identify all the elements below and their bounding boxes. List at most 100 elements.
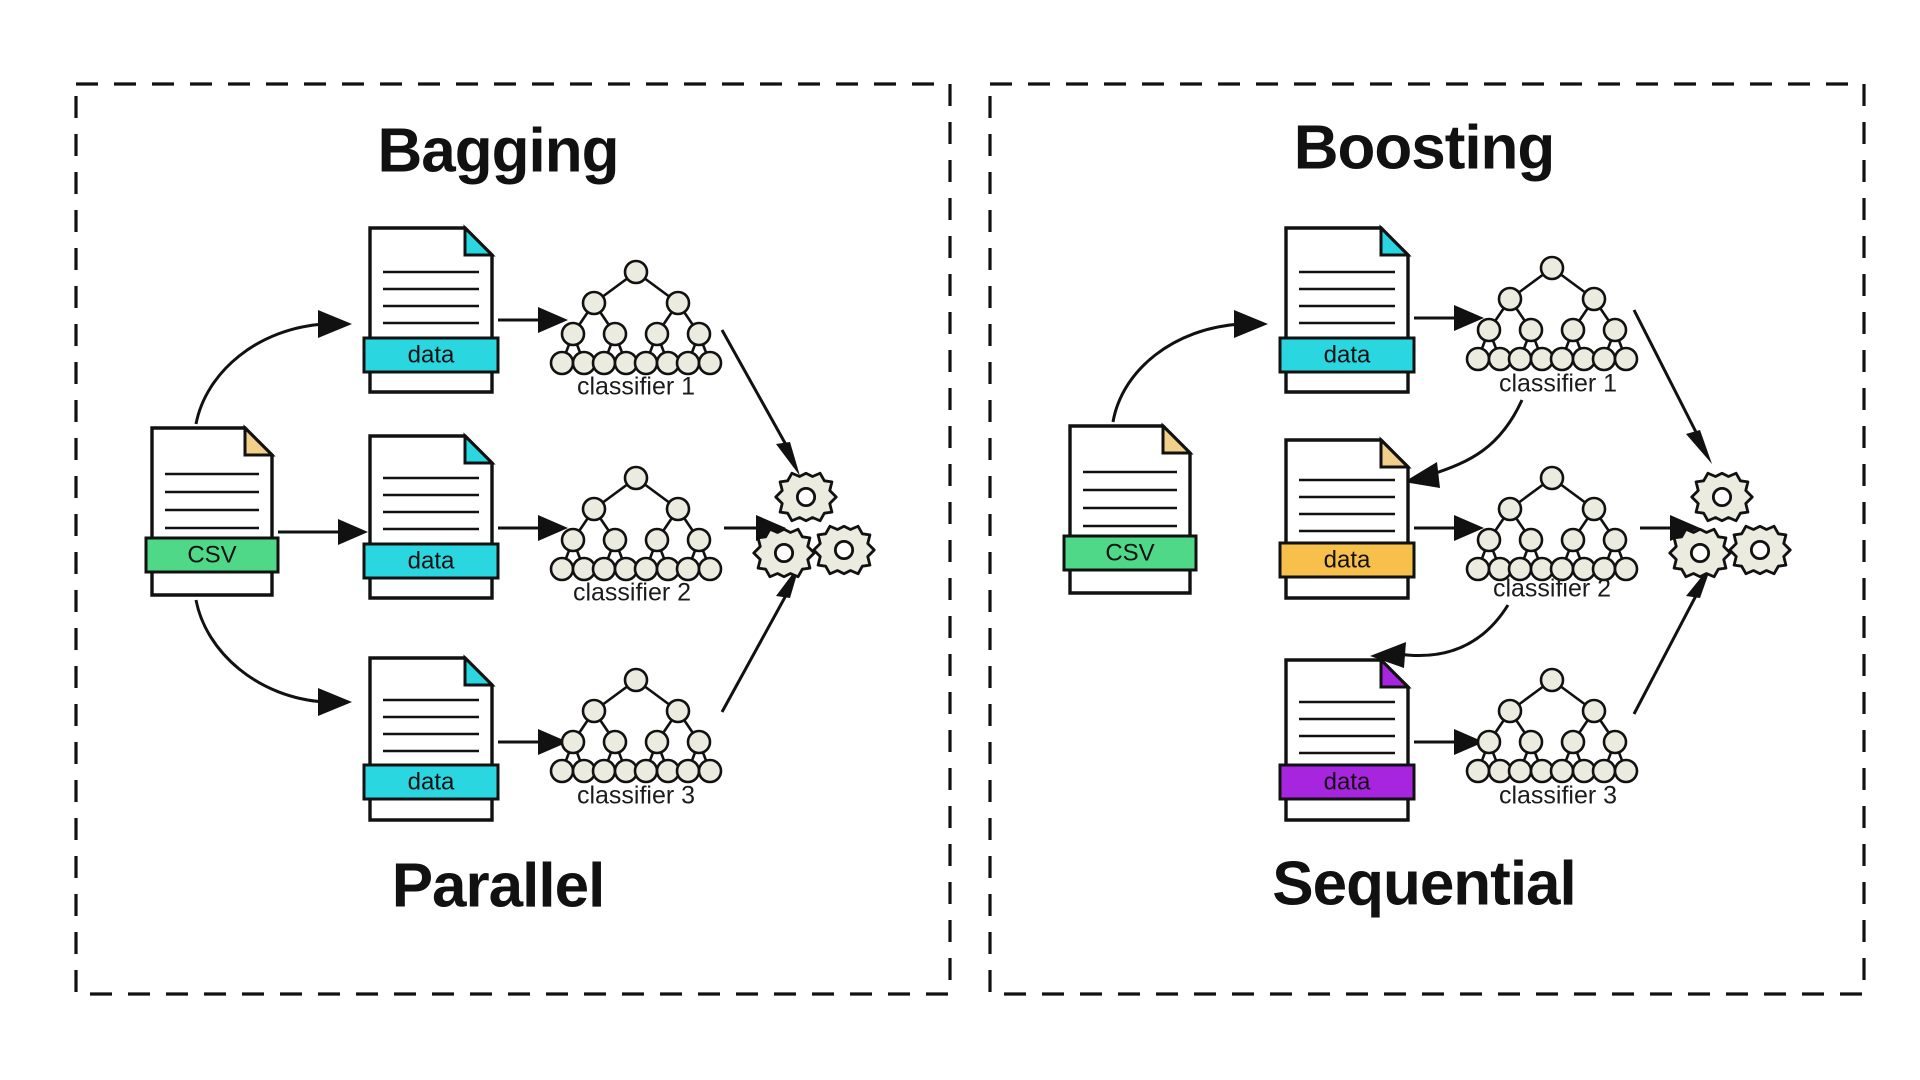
arrow-csv-to-data-2 — [278, 519, 368, 545]
gear-icon-bottom-left — [752, 527, 816, 579]
classifier-1-caption-bagging: classifier 1 — [577, 373, 695, 401]
arrow-classifier-2-to-data-3-boosting — [1370, 604, 1510, 668]
arrow-data-1-to-classifier-1-boosting — [1414, 305, 1484, 331]
data-doc-3-band-boosting — [1278, 763, 1416, 801]
arrow-data-2-to-classifier-2-boosting — [1414, 515, 1484, 541]
classifier-1-caption-boosting: classifier 1 — [1499, 370, 1617, 398]
gear-icon-bottom-right-boosting — [1728, 524, 1792, 576]
data-doc-2-lines — [383, 476, 479, 531]
data-document-3-boosting: data — [1278, 656, 1416, 822]
csv-band — [144, 536, 280, 574]
classifier-2-caption-boosting: classifier 2 — [1493, 575, 1611, 603]
data-doc-3-band — [362, 763, 500, 801]
classifier-3-tree-nodes — [549, 667, 723, 784]
classifier-1-tree-edges-boosting — [1476, 266, 1628, 361]
data-doc-1-fold-icon-boosting — [1379, 224, 1412, 257]
arrow-classifier-2-to-gears-boosting — [1640, 515, 1700, 541]
branch-3-boosting: data — [1278, 656, 1639, 822]
data-doc-1-fold-icon — [463, 224, 496, 257]
classifier-2-caption-bagging: classifier 2 — [573, 579, 691, 607]
panel-border-boosting — [988, 82, 1866, 996]
arrow-classifier-3-to-gears-boosting — [1632, 564, 1712, 715]
arrow-data-2-to-classifier-2 — [498, 515, 568, 541]
panel-title-bagging: Bagging — [378, 116, 619, 185]
gear-icon-top-boosting — [1690, 471, 1754, 523]
arrow-csv-to-data-1-boosting — [1111, 310, 1268, 423]
data-doc-1-band-label: data — [408, 341, 455, 368]
classifier-3-tree-nodes-boosting — [1465, 667, 1639, 784]
arrow-classifier-3-to-gears-bagging — [720, 564, 800, 713]
arrow-data-1-to-classifier-1 — [498, 307, 568, 333]
data-doc-3-band-label-boosting: data — [1324, 768, 1371, 795]
csv-doc-fold-icon — [243, 424, 276, 457]
data-doc-3-fold-icon — [463, 654, 496, 687]
classifier-1-tree-nodes — [549, 259, 723, 376]
branch-2-bagging: data — [362, 432, 723, 607]
classifier-1-tree-boosting — [1465, 255, 1639, 372]
data-doc-2-band-label-boosting: data — [1324, 546, 1371, 573]
classifier-2-tree-nodes — [549, 465, 723, 582]
data-doc-2-fold-icon-boosting — [1379, 436, 1412, 469]
data-doc-2-band-label: data — [408, 547, 455, 574]
gear-icon-bottom-right — [812, 524, 876, 576]
csv-band-label-boosting: CSV — [1105, 539, 1154, 566]
data-document-2-bagging: data — [362, 432, 500, 600]
csv-band-boosting — [1062, 534, 1198, 572]
data-document-1-bagging: data — [362, 224, 500, 394]
data-doc-1-band-boosting — [1278, 336, 1416, 374]
data-doc-2-fold-icon — [463, 432, 496, 465]
arrow-csv-to-data-1 — [194, 310, 352, 425]
branch-3-bagging: data — [362, 654, 723, 822]
panel-subtitle-boosting: Sequential — [1272, 849, 1576, 918]
csv-doc-lines-boosting — [1083, 470, 1177, 528]
classifier-1-tree-nodes-boosting — [1465, 255, 1639, 372]
classifier-2-tree-nodes-boosting — [1465, 465, 1639, 582]
arrow-classifier-1-to-data-2-boosting — [1404, 399, 1524, 488]
arrow-classifier-2-to-gears-bagging — [724, 515, 786, 541]
classifier-3-caption-bagging: classifier 3 — [577, 782, 695, 810]
classifier-3-caption-boosting: classifier 3 — [1499, 782, 1617, 810]
data-doc-1-band — [362, 336, 500, 374]
arrow-csv-to-data-3 — [194, 599, 352, 716]
arrow-classifier-1-to-gears-bagging — [720, 329, 800, 476]
data-doc-1-band-label-boosting: data — [1324, 341, 1371, 368]
data-document-2-boosting: data — [1278, 436, 1416, 600]
data-doc-3-band-label: data — [408, 768, 455, 795]
data-doc-3-fold-icon-boosting — [1379, 656, 1412, 689]
data-document-1-boosting: data — [1278, 224, 1416, 394]
classifier-1-tree-bagging — [549, 259, 723, 376]
classifier-3-tree-bagging — [549, 667, 723, 784]
source-document-boosting: CSV — [1062, 422, 1198, 595]
arrow-data-3-to-classifier-3-boosting — [1414, 729, 1484, 755]
branch-1-bagging: data — [362, 224, 723, 401]
csv-doc-lines — [165, 472, 259, 530]
classifier-3-tree-edges — [560, 678, 712, 773]
arrow-classifier-1-to-gears-boosting — [1632, 309, 1712, 464]
csv-doc-fold-icon-boosting — [1161, 422, 1194, 455]
classifier-3-tree-boosting — [1465, 667, 1639, 784]
data-document-3-bagging: data — [362, 654, 500, 822]
panel-subtitle-bagging: Parallel — [392, 851, 605, 920]
data-doc-3-lines-boosting — [1299, 700, 1395, 755]
classifier-2-tree-boosting — [1465, 465, 1639, 582]
gear-cluster-bagging — [752, 471, 876, 579]
data-doc-2-band-boosting — [1278, 541, 1416, 579]
gear-icon-bottom-left-boosting — [1668, 527, 1732, 579]
classifier-2-tree-bagging — [549, 465, 723, 582]
classifier-2-tree-edges — [560, 476, 712, 571]
branch-2-boosting: data — [1278, 436, 1639, 603]
panel-border-bagging — [74, 82, 952, 996]
data-doc-2-band — [362, 542, 500, 580]
classifier-2-tree-edges-boosting — [1476, 476, 1628, 571]
classifier-3-tree-edges-boosting — [1476, 678, 1628, 773]
classifier-1-tree-edges — [560, 270, 712, 365]
branch-1-boosting: data — [1278, 224, 1639, 398]
gear-icon-top — [774, 471, 838, 523]
gear-cluster-boosting — [1668, 471, 1792, 579]
data-doc-3-lines — [383, 698, 479, 753]
arrow-data-3-to-classifier-3 — [498, 729, 568, 755]
source-document-bagging: CSV — [144, 424, 280, 597]
panel-bagging: Bagging Parallel CSV — [74, 82, 952, 996]
